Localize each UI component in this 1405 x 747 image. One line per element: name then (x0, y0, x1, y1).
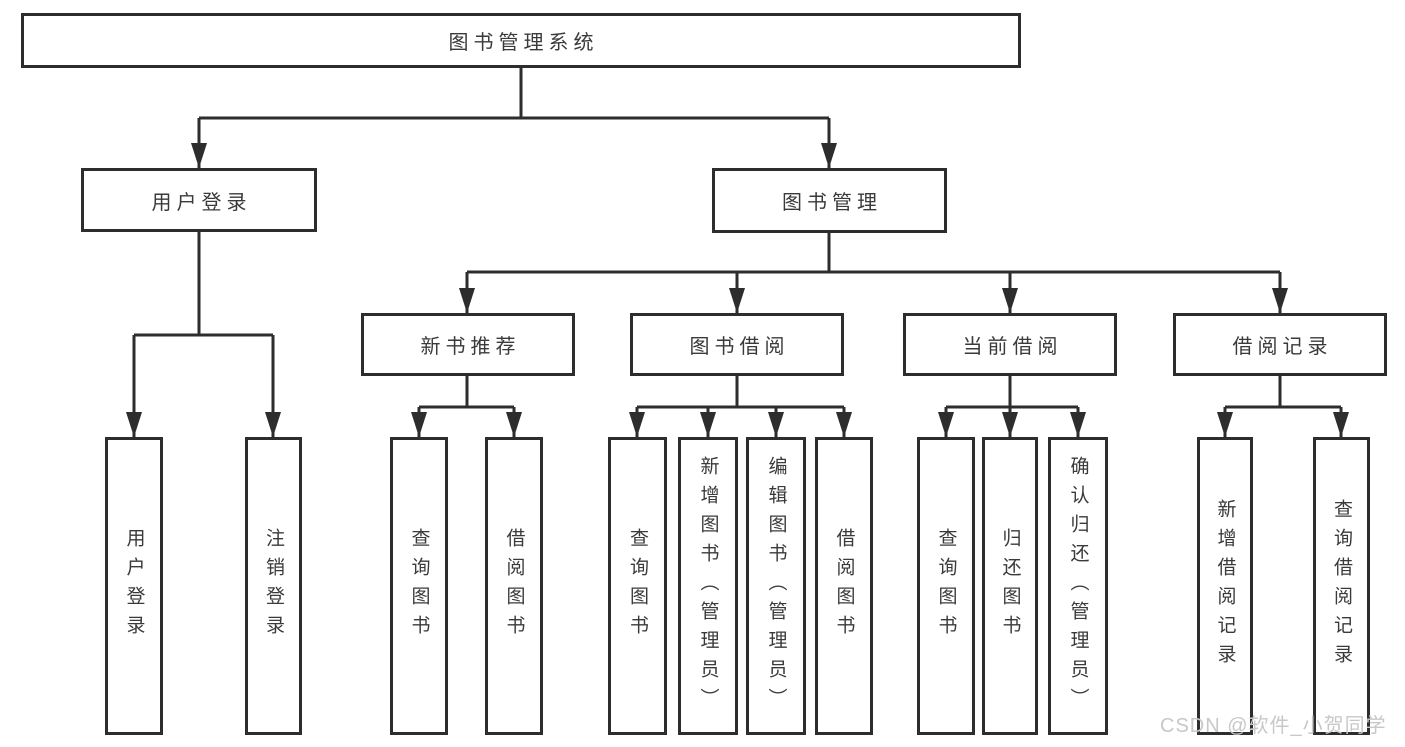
leaf-borrow-borrow-books: 借阅图书 (815, 437, 873, 735)
connector-bookborrow-split (637, 376, 844, 409)
leaf-records-add-record-label: 新增借阅记录 (1214, 499, 1236, 673)
leaf-borrow-borrow-books-label: 借阅图书 (833, 528, 855, 644)
leaf-current-query-books: 查询图书 (917, 437, 975, 735)
leaf-current-return-books-label: 归还图书 (999, 528, 1021, 644)
leaf-borrow-edit-books-admin-label: 编辑图书（管理员） (765, 455, 787, 717)
leaf-borrow-query-books-label: 查询图书 (627, 528, 648, 644)
leaf-newbook-borrow-books: 借阅图书 (485, 437, 543, 735)
node-new-book-recommend-label: 新书推荐 (420, 336, 521, 358)
leaf-borrow-edit-books-admin: 编辑图书（管理员） (746, 437, 806, 735)
leaf-borrow-query-books: 查询图书 (608, 437, 667, 735)
connector-book-mgmt-split (467, 233, 1280, 274)
leaf-current-confirm-return-admin: 确认归还（管理员） (1048, 437, 1108, 735)
leaf-records-query-record: 查询借阅记录 (1313, 437, 1370, 735)
node-root-system: 图书管理系统 (21, 13, 1021, 68)
leaf-user-login-label: 用户登录 (123, 528, 145, 644)
node-current-borrow: 当前借阅 (903, 313, 1117, 376)
node-current-borrow-label: 当前借阅 (962, 336, 1063, 358)
leaf-current-return-books: 归还图书 (982, 437, 1038, 735)
node-book-management-label: 图书管理 (782, 192, 882, 214)
connector-borrowrecords-split (1225, 376, 1341, 409)
node-borrow-records-label: 借阅记录 (1232, 336, 1333, 358)
node-user-login: 用户登录 (81, 168, 317, 232)
connector-user-login-split (134, 232, 273, 337)
node-root-label: 图书管理系统 (448, 32, 599, 54)
leaf-logout: 注销登录 (245, 437, 302, 735)
leaf-newbook-query-books-label: 查询图书 (408, 528, 430, 644)
leaf-newbook-borrow-books-label: 借阅图书 (503, 528, 525, 644)
csdn-watermark: CSDN @软件_小贺同学 (1160, 715, 1387, 737)
connector-root-split (199, 68, 829, 120)
node-borrow-records: 借阅记录 (1173, 313, 1387, 376)
leaf-user-login: 用户登录 (105, 437, 163, 735)
node-book-management: 图书管理 (712, 168, 947, 233)
leaf-borrow-add-books-admin: 新增图书（管理员） (678, 437, 738, 735)
leaf-current-confirm-return-admin-label: 确认归还（管理员） (1067, 455, 1089, 717)
connector-newbook-split (419, 376, 514, 409)
node-user-login-label: 用户登录 (151, 191, 252, 214)
node-new-book-recommend: 新书推荐 (361, 313, 575, 376)
leaf-current-query-books-label: 查询图书 (935, 528, 957, 644)
connector-currentborrow-split (946, 376, 1078, 409)
leaf-borrow-add-books-admin-label: 新增图书（管理员） (697, 455, 719, 717)
leaf-records-add-record: 新增借阅记录 (1197, 437, 1253, 735)
leaf-records-query-record-label: 查询借阅记录 (1331, 499, 1352, 673)
leaf-newbook-query-books: 查询图书 (390, 437, 448, 735)
node-book-borrow: 图书借阅 (630, 313, 844, 376)
leaf-logout-label: 注销登录 (263, 528, 284, 644)
node-book-borrow-label: 图书借阅 (689, 336, 790, 358)
